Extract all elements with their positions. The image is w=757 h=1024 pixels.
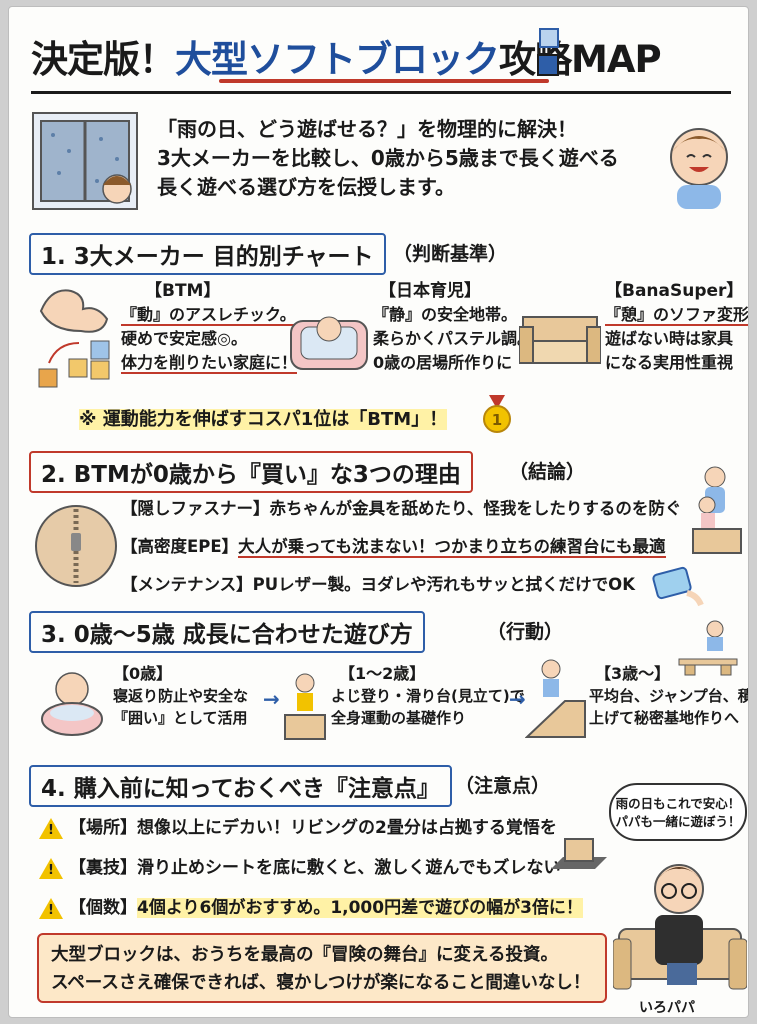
block-cubes-icon (537, 28, 559, 76)
block-on-mat-icon (551, 838, 607, 869)
reason-text: 赤ちゃんが金具を舐めたり、怪我をしたりするのを防ぐ (269, 499, 682, 518)
title-suffix: 攻略MAP (499, 38, 662, 81)
maker-btm: 【BTM】 『動』のアスレチック。 硬めで安定感◎。 体力を削りたい家庭に！ (121, 279, 298, 375)
stage-line: 全身運動の基礎作り (331, 709, 467, 727)
title-highlight: 大型ソフトブロック (175, 38, 500, 81)
speech-bubble: 雨の日もこれで安心！ パパも一緒に遊ぼう！ (609, 783, 747, 841)
stage-line: 上げて秘密基地作りへ (589, 709, 740, 727)
maker-name: 【日本育児】 (379, 281, 481, 301)
maker-name: 【BTM】 (145, 281, 221, 301)
maker-line: 『静』の安全地帯。 (373, 305, 518, 324)
warning-icon: ! (39, 897, 63, 919)
reason-row: 【メンテナンス】PUレザー製。ヨダレや汚れもサッと拭くだけでOK (121, 571, 635, 595)
section1-heading: 1. 3大メーカー 目的別チャート (29, 233, 386, 275)
section2-heading: 2. BTMが0歳から『買い』な3つの理由 (29, 451, 473, 493)
warning-row: ! 【個数】4個より6個がおすすめ。1,000円差で遊びの幅が3倍に！ (39, 893, 583, 919)
title-prefix: 決定版！ (31, 38, 176, 81)
baby-playpen-illustration (290, 316, 368, 370)
stage-line: 平均台、ジャンプ台、積み (589, 687, 748, 705)
warning-text: 滑り止めシートを底に敷くと、激しく遊んでもズレない (137, 858, 561, 878)
intro-line: 「雨の日、どう遊ばせる？」を物理的に解決！ (157, 117, 577, 141)
rainy-window-illustration (32, 112, 138, 210)
stage-line: よじ登り・滑り台(見立て)で (331, 687, 525, 705)
maker-line: 体力を削りたい家庭に！ (121, 353, 298, 374)
balance-beam-child-illustration (678, 620, 738, 676)
page-title: 決定版！大型ソフトブロック攻略MAP (31, 29, 662, 83)
intro-line: 3大メーカーを比較し、0歳から5歳まで長く遊べる (157, 146, 619, 170)
stage-1: 【1〜2歳】 よじ登り・滑り台(見立て)で 全身運動の基礎作り (331, 663, 525, 729)
intro-line: 長く遊べる選び方を伝授します。 (157, 175, 455, 199)
block-sofa-illustration (519, 316, 601, 364)
reason-row: 【高密度EPE】大人が乗っても沈まない！つかまり立ちの練習台にも最適 (121, 533, 666, 558)
maker-line: 遊ばない時は家具 (605, 329, 734, 348)
warning-label: 【個数】 (69, 898, 137, 918)
arrow-icon: → (263, 687, 280, 711)
title-rule (31, 91, 731, 94)
infographic-board: 決定版！大型ソフトブロック攻略MAP 「雨の日、どう遊ばせる？」を物理的に解決！… (8, 6, 749, 1018)
reason-label: 【高密度EPE】 (121, 537, 239, 556)
reason-label: 【メンテナンス】 (121, 575, 253, 594)
maker-banasuper: 【BanaSuper】 『憩』のソファ変形。 遊ばない時は家具 になる実用性重視 (605, 279, 748, 375)
stage-line: 『囲い』として活用 (113, 709, 248, 727)
warning-text: 4個より6個がおすすめ。1,000円差で遊びの幅が3倍に！ (137, 898, 583, 918)
reason-text: 大人が乗っても沈まない！つかまり立ちの練習台にも最適 (238, 537, 666, 558)
gold-medal-icon: 1 (483, 395, 511, 433)
stage-age: 【1〜2歳】 (339, 664, 426, 683)
stage-line: 寝返り防止や安全な (113, 687, 249, 705)
medal-rank: 1 (492, 411, 502, 429)
maker-line: 『憩』のソファ変形。 (605, 305, 748, 326)
child-on-slide-illustration (525, 659, 586, 738)
warning-icon: ! (39, 817, 63, 839)
baby-in-ring-illustration (41, 672, 103, 736)
arrow-icon: → (509, 687, 526, 711)
summary-line: 大型ブロックは、おうちを最高の『冒険の舞台』に変える投資。 (51, 945, 558, 965)
reason-text: PUレザー製。ヨダレや汚れもサッと拭くだけでOK (252, 575, 635, 594)
standing-child-block-illustration (692, 466, 742, 554)
toddler-climbing-illustration (284, 673, 326, 740)
stage-age: 【3歳〜】 (595, 664, 671, 683)
maker-line: 硬めで安定感◎。 (121, 329, 247, 348)
smiling-boy-illustration (670, 128, 728, 209)
warning-row: ! 【場所】想像以上にデカい！リビングの2畳分は占拠する覚悟を (39, 813, 557, 839)
maker-line: 柔らかくパステル調。 (373, 329, 534, 348)
summary-box: 大型ブロックは、おうちを最高の『冒険の舞台』に変える投資。 スペースさえ確保でき… (37, 933, 607, 1003)
flexing-arm-blocks-illustration (38, 289, 110, 388)
stage-2: 【3歳〜】 平均台、ジャンプ台、積み 上げて秘密基地作りへ (589, 663, 748, 729)
warning-label: 【裏技】 (69, 858, 137, 878)
stage-age: 【0歳】 (113, 664, 173, 683)
reason-label: 【隠しファスナー】 (121, 499, 270, 518)
warning-row: ! 【裏技】滑り止めシートを底に敷くと、激しく遊んでもズレない (39, 853, 560, 879)
reason-row: 【隠しファスナー】赤ちゃんが金具を舐めたり、怪我をしたりするのを防ぐ (121, 495, 681, 519)
maker-line: 0歳の居場所作りに (373, 353, 513, 372)
wiping-cloth-icon (652, 566, 704, 607)
section3-tag: （行動） (487, 621, 564, 643)
speech-line: 雨の日もこれで安心！ (615, 796, 741, 811)
section4-tag: （注意点） (455, 775, 551, 797)
section1-note: ※ 運動能力を伸ばすコスパ1位は「BTM」！ (79, 409, 448, 430)
section2-tag: （結論） (509, 461, 586, 483)
warning-label: 【場所】 (69, 818, 137, 838)
section4-heading: 4. 購入前に知っておくべき『注意点』 (29, 765, 452, 807)
speech-line: パパも一緒に遊ぼう！ (615, 814, 741, 829)
author-name: いろパパ (639, 1000, 695, 1016)
maker-line: 『動』のアスレチック。 (121, 305, 296, 326)
warning-text: 想像以上にデカい！リビングの2畳分は占拠する覚悟を (137, 818, 557, 838)
maker-name: 【BanaSuper】 (605, 281, 744, 301)
hidden-zipper-icon (35, 505, 117, 587)
intro-text: 「雨の日、どう遊ばせる？」を物理的に解決！ 3大メーカーを比較し、0歳から5歳ま… (157, 115, 619, 202)
dad-on-sofa-illustration (613, 864, 747, 990)
section3-heading: 3. 0歳〜5歳 成長に合わせた遊び方 (29, 611, 425, 653)
maker-nihon-ikuji: 【日本育児】 『静』の安全地帯。 柔らかくパステル調。 0歳の居場所作りに (373, 279, 533, 375)
title-underline (219, 79, 549, 83)
maker-line: になる実用性重視 (605, 353, 734, 372)
stage-0: 【0歳】 寝返り防止や安全な 『囲い』として活用 (113, 663, 248, 729)
warning-icon: ! (39, 857, 63, 879)
section1-tag: （判断基準） (393, 243, 508, 265)
summary-line: スペースさえ確保できれば、寝かしつけが楽になること間違いなし！ (51, 973, 591, 993)
